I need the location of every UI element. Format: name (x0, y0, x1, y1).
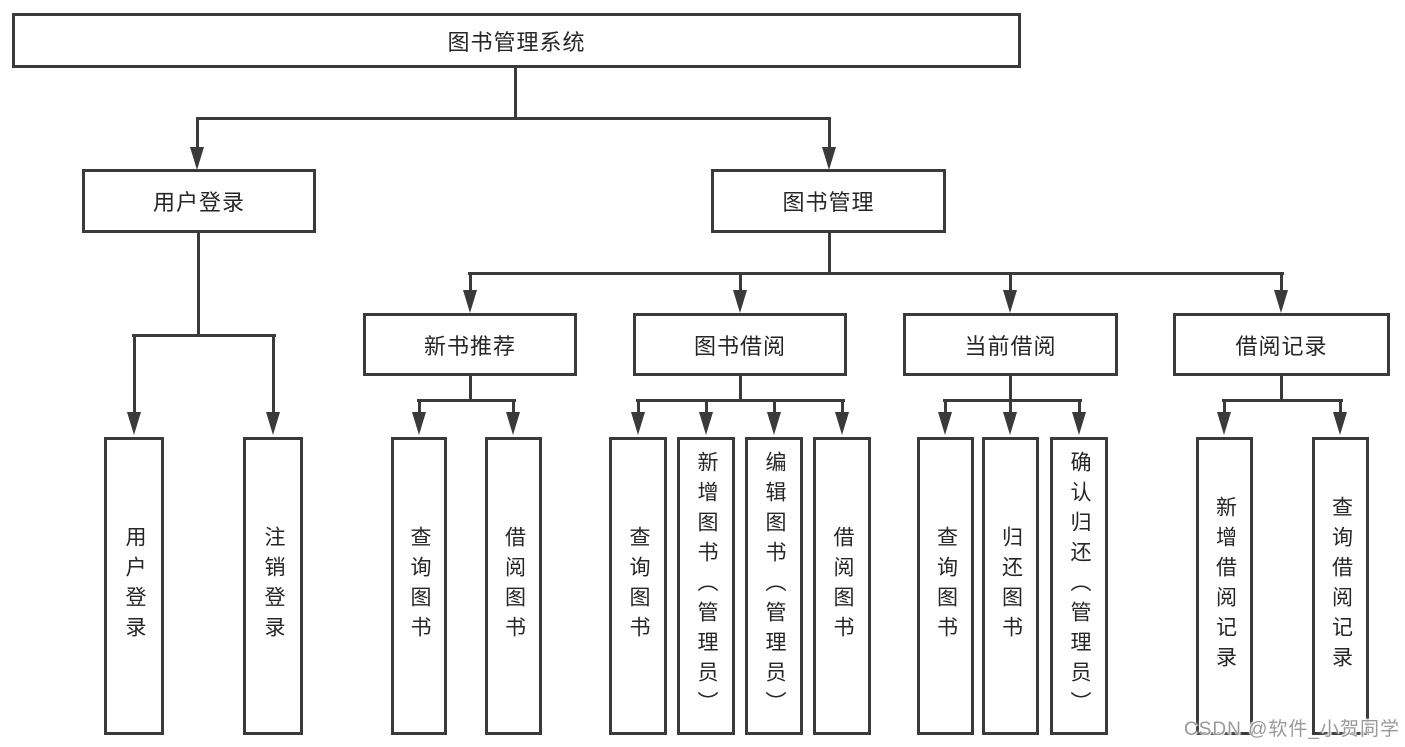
connector-to-user-login (196, 117, 199, 149)
connector-leaf-stem (1078, 399, 1081, 415)
connector-root-split (196, 117, 831, 120)
leaf-query-book-rec: 查询图书 (391, 437, 447, 735)
leaf-query-book-current: 查询图书 (917, 437, 974, 735)
connector-root-stem (514, 68, 517, 117)
connector-user-login-split (132, 334, 276, 337)
arrowhead-leaf (1333, 412, 1347, 435)
connector-to-new-book-rec (469, 272, 472, 292)
connector-to-borrow-records (1280, 272, 1283, 292)
arrowhead-book-mgmt (822, 147, 836, 170)
connector-leaf-stem (1009, 399, 1012, 415)
arrowhead-leaf (1217, 412, 1231, 435)
leaf-borrow-book-rec: 借阅图书 (485, 437, 542, 735)
connector-book-mgmt-stem (828, 233, 831, 274)
arrowhead-leaf (412, 412, 426, 435)
arrowhead-leaf (938, 412, 952, 435)
node-root: 图书管理系统 (12, 13, 1021, 68)
connector-leaf-stem (705, 399, 708, 415)
leaf-borrow-book: 借阅图书 (813, 437, 871, 735)
connector-to-book-borrow (739, 272, 742, 292)
arrowhead-new-book-rec (463, 290, 477, 313)
leaf-query-borrow-record: 查询借阅记录 (1312, 437, 1369, 735)
leaf-edit-book-admin: 编辑图书（管理员） (745, 437, 803, 735)
connector-leaf-stem (773, 399, 776, 415)
leaf-add-book-admin: 新增图书（管理员） (677, 437, 735, 735)
connector-to-current-borrow (1009, 272, 1012, 292)
connector-leaf-stem (1223, 399, 1226, 415)
connector-to-book-mgmt (828, 117, 831, 149)
node-borrow-records: 借阅记录 (1173, 313, 1390, 376)
leaf-confirm-return-admin: 确认归还（管理员） (1050, 437, 1108, 735)
connector-to-leaf-logout (272, 334, 275, 414)
connector-to-leaf-login (133, 334, 136, 414)
connector-leaf-stem (637, 399, 640, 415)
connector-book-borrow-split (636, 399, 845, 402)
arrowhead-leaf (631, 412, 645, 435)
connector-book-mgmt-split (468, 272, 1284, 275)
connector-new-book-rec-stem (469, 376, 472, 402)
connector-current-borrow-stem (1009, 376, 1012, 402)
arrowhead-user-login (190, 147, 204, 170)
leaf-return-book: 归还图书 (982, 437, 1039, 735)
arrowhead-leaf (506, 412, 520, 435)
arrowhead-leaf-logout (266, 412, 280, 435)
connector-new-book-rec-split (417, 399, 516, 402)
connector-leaf-stem (1339, 399, 1342, 415)
connector-leaf-stem (841, 399, 844, 415)
arrowhead-leaf (1072, 412, 1086, 435)
arrowhead-current-borrow (1003, 290, 1017, 313)
arrowhead-leaf-login (127, 412, 141, 435)
arrowhead-borrow-records (1274, 290, 1288, 313)
leaf-query-book-borrow: 查询图书 (609, 437, 667, 735)
connector-leaf-stem (418, 399, 421, 415)
arrowhead-book-borrow (733, 290, 747, 313)
arrowhead-leaf (767, 412, 781, 435)
arrowhead-leaf (835, 412, 849, 435)
arrowhead-leaf (1003, 412, 1017, 435)
connector-borrow-records-split (1222, 399, 1343, 402)
leaf-add-borrow-record: 新增借阅记录 (1196, 437, 1253, 735)
node-current-borrow: 当前借阅 (903, 313, 1118, 376)
connector-borrow-records-stem (1280, 376, 1283, 402)
connector-book-borrow-stem (739, 376, 742, 402)
connector-leaf-stem (512, 399, 515, 415)
connector-current-borrow-split (943, 399, 1082, 402)
arrowhead-leaf (699, 412, 713, 435)
leaf-user-login: 用户登录 (104, 437, 164, 735)
connector-user-login-stem (197, 233, 200, 337)
node-book-mgmt: 图书管理 (711, 169, 946, 233)
node-user-login: 用户登录 (82, 169, 316, 233)
connector-leaf-stem (944, 399, 947, 415)
csdn-watermark: CSDN @软件_小贺同学 (1184, 719, 1400, 740)
node-new-book-rec: 新书推荐 (363, 313, 577, 376)
leaf-logout: 注销登录 (243, 437, 303, 735)
node-book-borrow: 图书借阅 (633, 313, 847, 376)
